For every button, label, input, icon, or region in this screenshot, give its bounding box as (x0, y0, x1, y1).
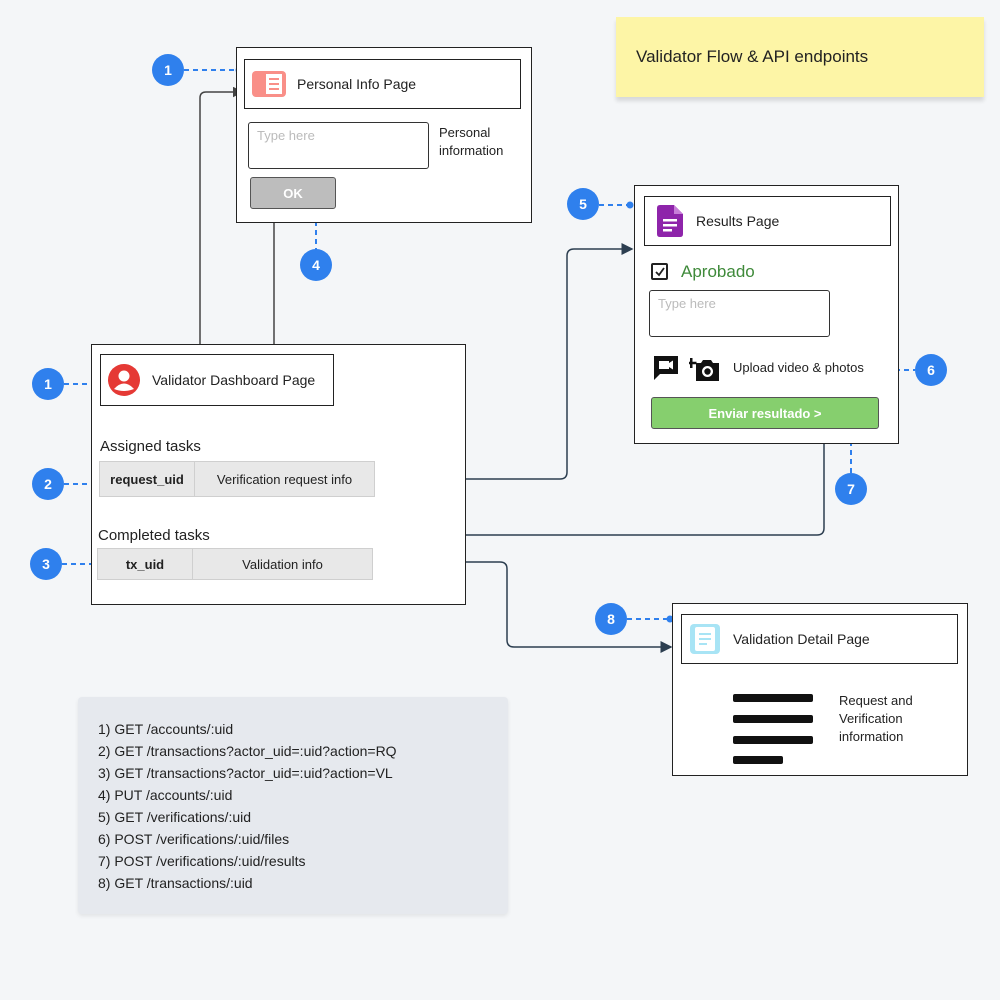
completed-tasks-title: Completed tasks (98, 527, 210, 544)
personal-info-side-label: Personal information (439, 125, 504, 158)
dashboard-header: Validator Dashboard Page (100, 354, 334, 406)
completed-value-cell[interactable]: Validation info (192, 548, 373, 580)
badge-1-left: 1 (32, 368, 64, 400)
detail-side-label: Request and Verification information (839, 693, 913, 744)
add-photo-icon[interactable] (686, 353, 721, 383)
personal-info-title: Personal Info Page (297, 76, 417, 92)
badge-1-top: 1 (152, 54, 184, 86)
note-title: Validator Flow & API endpoints (636, 47, 869, 66)
api-line: 3) GET /transactions?actor_uid=:uid?acti… (98, 765, 393, 781)
badge-7: 7 (835, 473, 867, 505)
title-note: Validator Flow & API endpoints (616, 17, 984, 97)
ok-button[interactable]: OK (250, 177, 336, 209)
badge-8: 8 (595, 603, 627, 635)
api-line: 4) PUT /accounts/:uid (98, 787, 233, 803)
assigned-tasks-title: Assigned tasks (100, 438, 201, 455)
form-icon (657, 205, 683, 237)
video-chat-icon[interactable] (652, 354, 680, 382)
results-input[interactable]: Type here (649, 290, 830, 337)
send-result-button[interactable]: Enviar resultado > (651, 397, 879, 429)
api-line: 6) POST /verifications/:uid/files (98, 831, 290, 847)
badge-3: 3 (30, 548, 62, 580)
api-line: 1) GET /accounts/:uid (98, 721, 234, 737)
results-title: Results Page (696, 213, 780, 229)
personal-info-input[interactable]: Type here (248, 122, 429, 169)
personal-info-header: Personal Info Page (244, 59, 521, 109)
assigned-value-cell[interactable]: Verification request info (194, 461, 375, 497)
results-header: Results Page (644, 196, 891, 246)
document-icon (252, 71, 286, 97)
badge-6: 6 (915, 354, 947, 386)
user-icon (108, 364, 140, 396)
checkbox-icon[interactable] (651, 263, 668, 280)
api-endpoints-list: 1) GET /accounts/:uid 2) GET /transactio… (78, 697, 508, 914)
badge-2: 2 (32, 468, 64, 500)
api-line: 7) POST /verifications/:uid/results (98, 853, 306, 869)
completed-key-cell[interactable]: tx_uid (97, 548, 193, 580)
api-line: 5) GET /verifications/:uid (98, 809, 252, 825)
dashboard-title: Validator Dashboard Page (152, 372, 316, 388)
approved-label: Aprobado (681, 262, 755, 281)
detail-header: Validation Detail Page (681, 614, 958, 664)
assigned-key-cell[interactable]: request_uid (99, 461, 195, 497)
badge-5: 5 (567, 188, 599, 220)
text-lines-icon (733, 694, 813, 766)
api-line: 2) GET /transactions?actor_uid=:uid?acti… (98, 743, 397, 759)
detail-title: Validation Detail Page (733, 631, 870, 647)
api-line: 8) GET /transactions/:uid (98, 875, 253, 891)
badge-4: 4 (300, 249, 332, 281)
list-icon (690, 624, 720, 654)
upload-label: Upload video & photos (733, 360, 864, 375)
